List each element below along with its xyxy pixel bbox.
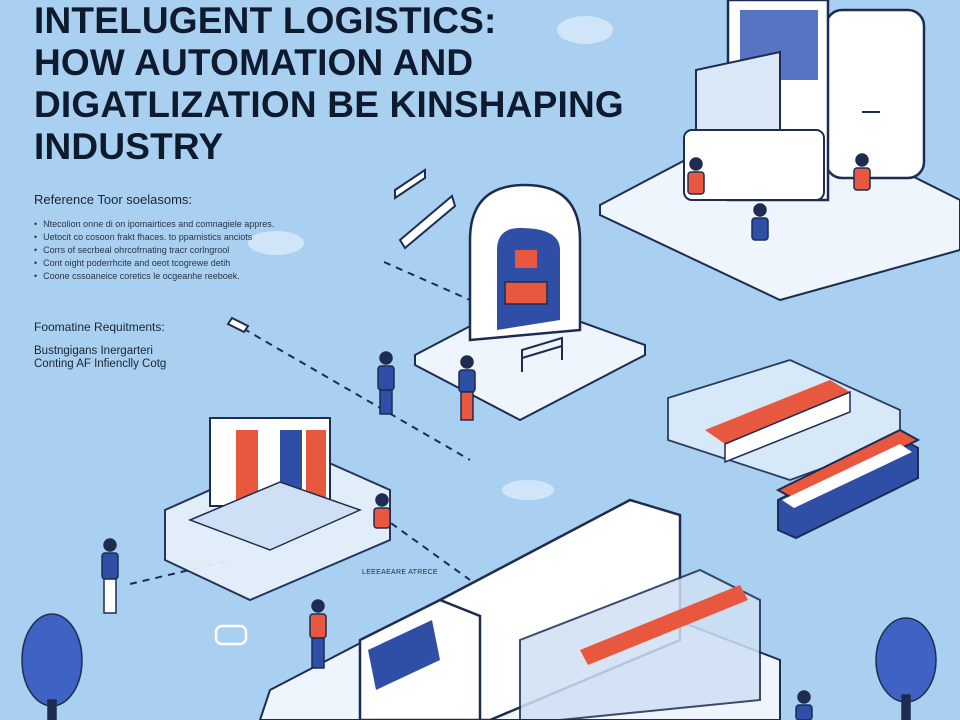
- requirements-heading: Foomatine Requitments:: [34, 320, 165, 334]
- reference-heading: Reference Toor soelasoms:: [34, 192, 193, 207]
- list-item: Coone cssoaneice coretics le ocgeanhe re…: [34, 270, 274, 283]
- title-line: HOW AUTOMATION AND: [34, 42, 474, 83]
- title-line: INDUSTRY: [34, 126, 224, 167]
- storage-rack: [667, 359, 901, 481]
- worker-figure: [101, 153, 871, 720]
- list-item: Ntecolion onne di on ipomairtices and co…: [34, 218, 274, 231]
- list-item: Uetocit co cosoon frakt fhaces. to ppami…: [34, 231, 274, 244]
- small-label: LEEEAEARE ATRECE: [362, 569, 438, 576]
- floating-sheets: [226, 168, 457, 334]
- warehouse-platform: [599, 0, 960, 302]
- floor-marker: [214, 624, 248, 646]
- title-line: INTELUGENT LOGISTICS:: [34, 0, 497, 41]
- conveyor-platform: [164, 417, 391, 602]
- list-item: Cont oight poderrhcite and oeot tcogrewe…: [34, 257, 274, 270]
- tree: [21, 613, 937, 720]
- delivery-truck: [258, 498, 781, 720]
- title-line: DIGATLIZATION BE KINSHAPING: [34, 84, 624, 125]
- requirements-line: Conting AF Infienclly Cotg: [34, 358, 167, 370]
- requirements-line: Bustngigans Inergarteri: [34, 345, 153, 357]
- list-item: Corrs of secrbeal ohrcofrnating tracr co…: [34, 244, 274, 257]
- requirements-text: Bustngigans Inergarteri Conting AF Infie…: [34, 345, 166, 371]
- page-title: INTELUGENT LOGISTICS: HOW AUTOMATION AND…: [34, 0, 674, 168]
- loading-cart: [775, 428, 921, 540]
- reference-list: Ntecolion onne di on ipomairtices and co…: [34, 218, 274, 283]
